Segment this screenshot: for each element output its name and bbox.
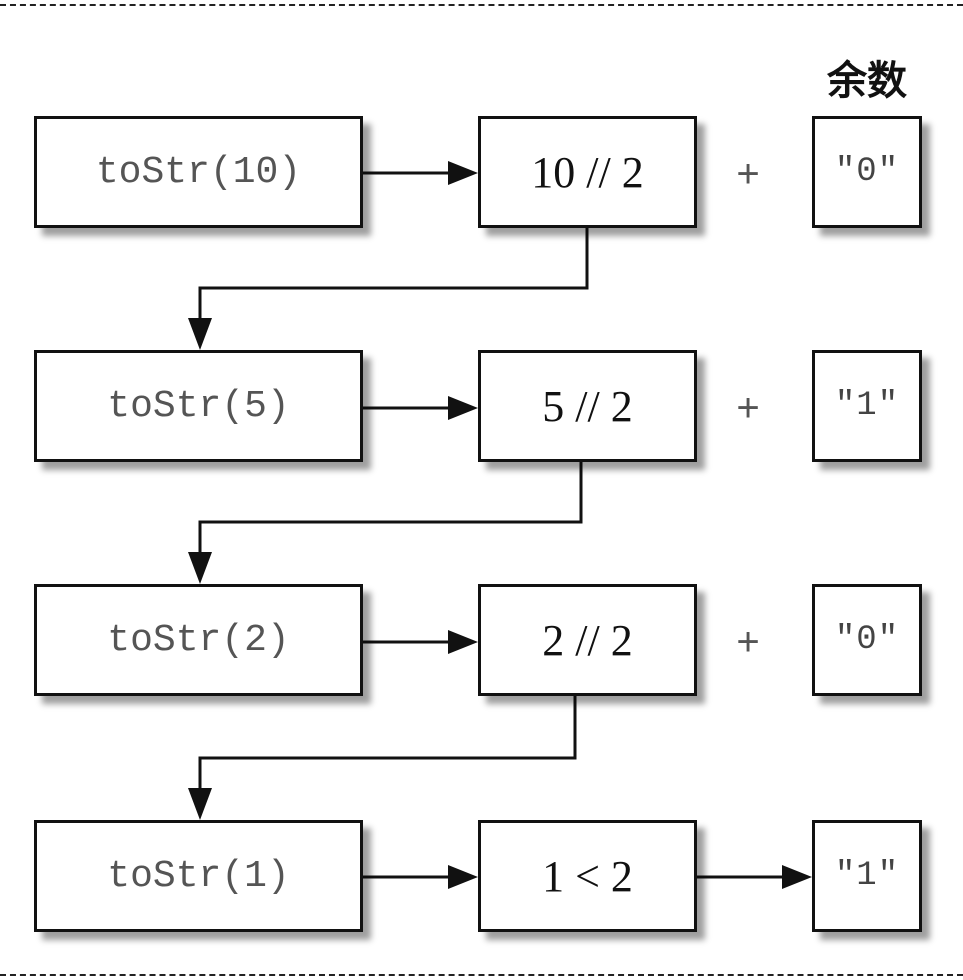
operation-box-1: 10 // 2 — [478, 116, 697, 228]
op-to-remainder-arrow — [697, 865, 812, 889]
recursion-connector-2 — [188, 462, 583, 584]
bottom-rule — [0, 974, 963, 976]
operation-box-4: 1 < 2 — [478, 820, 697, 932]
plus-sign-3: + — [736, 620, 760, 664]
operation-box-2: 5 // 2 — [478, 350, 697, 462]
top-rule — [0, 4, 963, 6]
call-box-4: toStr(1) — [34, 820, 363, 932]
plus-sign-2: + — [736, 386, 760, 430]
remainder-column-header: 余数 — [827, 58, 907, 104]
remainder-box-3: "0" — [812, 584, 922, 696]
remainder-box-2: "1" — [812, 350, 922, 462]
call-to-op-arrow-3 — [363, 630, 478, 654]
call-to-op-arrow-2 — [363, 396, 478, 420]
operation-box-3: 2 // 2 — [478, 584, 697, 696]
call-to-op-arrow-1 — [363, 161, 478, 185]
plus-sign-1: + — [736, 152, 760, 196]
call-box-3: toStr(2) — [34, 584, 363, 696]
call-box-2: toStr(5) — [34, 350, 363, 462]
remainder-box-1: "0" — [812, 116, 922, 228]
call-to-op-arrow-4 — [363, 865, 478, 889]
recursion-connector-3 — [188, 696, 577, 820]
call-box-1: toStr(10) — [34, 116, 363, 228]
remainder-box-4: "1" — [812, 820, 922, 932]
recursion-connector-1 — [188, 227, 589, 350]
